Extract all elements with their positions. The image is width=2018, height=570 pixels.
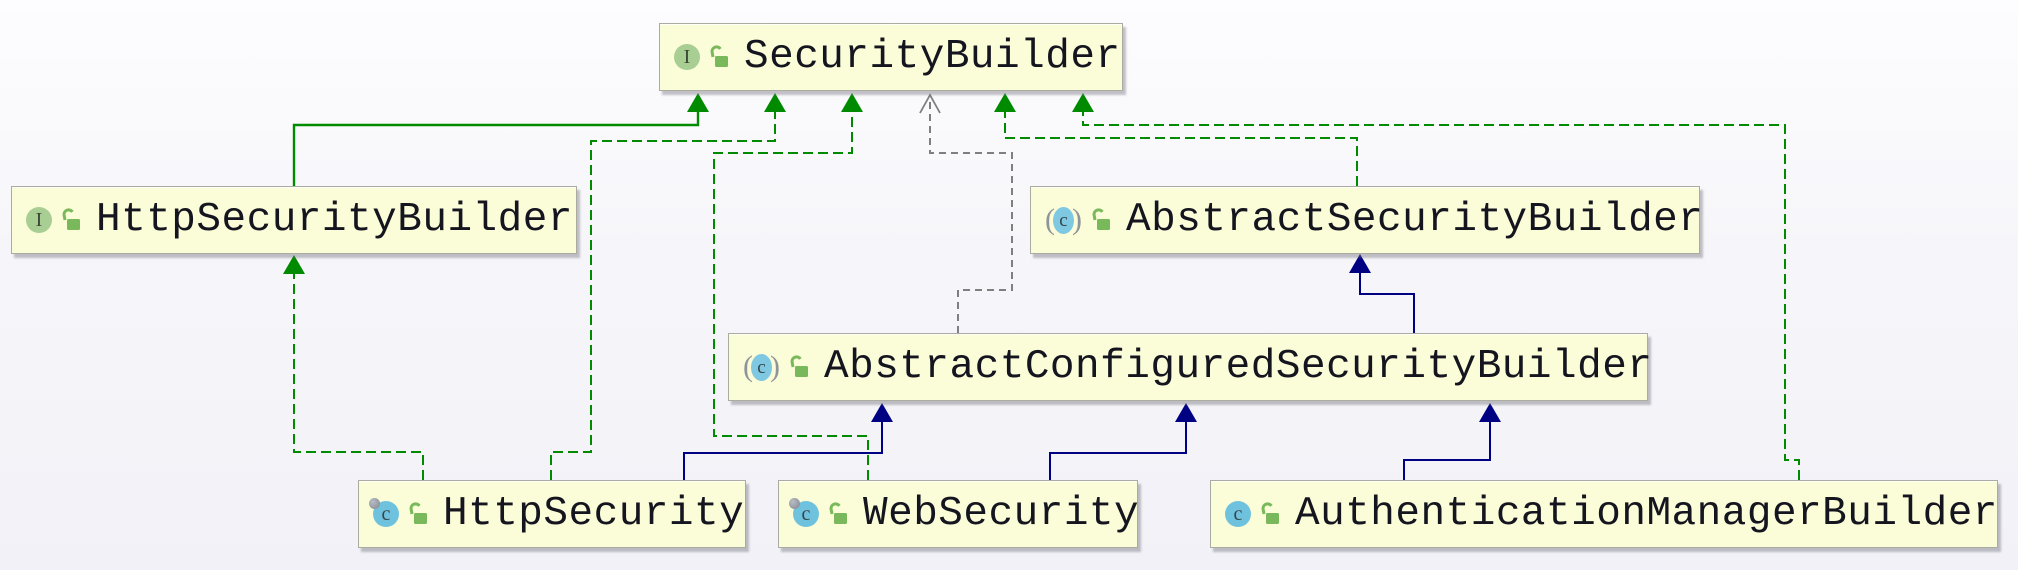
class-name-label: SecurityBuilder [744, 34, 1121, 80]
public-lock-icon [60, 208, 82, 232]
class-node-authentication-manager-builder[interactable]: c AuthenticationManagerBuilder [1210, 480, 1998, 548]
class-node-security-builder[interactable]: I SecurityBuilder [659, 23, 1123, 91]
filled-arrowhead-icon [1479, 403, 1501, 422]
class-icon: c [789, 498, 819, 527]
public-lock-icon [827, 502, 849, 526]
public-lock-icon [1090, 208, 1112, 232]
final-marker-icon [369, 498, 380, 509]
final-marker-icon [789, 498, 800, 509]
class-node-abstract-configured-security-builder[interactable]: (c) AbstractConfiguredSecurityBuilder [728, 333, 1652, 401]
filled-arrowhead-icon [764, 93, 786, 112]
edge-websecurity-extends-abstractconfiguredsecuritybuilder [1049, 403, 1197, 480]
class-icon-letter: c [1225, 501, 1251, 527]
edge-httpsecurity-extends-abstractconfiguredsecuritybuilder [683, 403, 893, 480]
public-lock-icon [788, 355, 810, 379]
edge-httpsecuritybuilder-extends-securitybuilder [292, 93, 709, 186]
filled-arrowhead-icon [1349, 254, 1371, 273]
class-name-label: HttpSecurity [443, 491, 745, 537]
interface-icon-letter: I [674, 44, 700, 70]
interface-icon: I [26, 207, 52, 233]
public-lock-icon [708, 45, 730, 69]
edge-authenticationmanagerbuilder-implements-securitybuilder [1072, 93, 1800, 480]
edge-httpsecurity-implements-securitybuilder [550, 93, 786, 480]
filled-arrowhead-icon [283, 255, 305, 274]
public-lock-icon [407, 502, 429, 526]
abstract-class-icon: (c) [743, 350, 780, 383]
filled-arrowhead-icon [1175, 403, 1197, 422]
class-node-http-security[interactable]: c HttpSecurity [358, 480, 746, 548]
abstract-class-icon: (c) [1045, 203, 1082, 236]
class-name-label: AbstractSecurityBuilder [1126, 197, 1704, 243]
class-node-http-security-builder[interactable]: I HttpSecurityBuilder [11, 186, 577, 254]
filled-arrowhead-icon [841, 93, 863, 112]
class-icon: c [369, 498, 399, 527]
class-name-label: WebSecurity [863, 491, 1140, 537]
class-name-label: HttpSecurityBuilder [96, 197, 573, 243]
edge-abstractconfiguredsecuritybuilder-dependency-securitybuilder [919, 93, 1013, 333]
class-node-abstract-security-builder[interactable]: (c) AbstractSecurityBuilder [1030, 186, 1704, 254]
open-arrowhead-icon [919, 93, 941, 114]
edge-websecurity-implements-securitybuilder [713, 93, 869, 480]
public-lock-icon [1259, 502, 1281, 526]
interface-icon-letter: I [26, 207, 52, 233]
filled-arrowhead-icon [1072, 93, 1094, 112]
edge-httpsecurity-implements-httpsecuritybuilder [283, 255, 424, 480]
class-node-web-security[interactable]: c WebSecurity [778, 480, 1140, 548]
filled-arrowhead-icon [871, 403, 893, 422]
interface-icon: I [674, 44, 700, 70]
class-name-label: AuthenticationManagerBuilder [1295, 491, 1998, 537]
filled-arrowhead-icon [687, 93, 709, 112]
class-name-label: AbstractConfiguredSecurityBuilder [824, 344, 1653, 390]
edge-authenticationmanagerbuilder-extends-abstractconfiguredsecuritybuilder [1403, 403, 1501, 480]
edge-abstractsecuritybuilder-implements-securitybuilder [994, 93, 1358, 186]
filled-arrowhead-icon [994, 93, 1016, 112]
class-icon: c [1225, 501, 1251, 527]
edge-abstractconfiguredsecuritybuilder-extends-abstractsecuritybuilder [1349, 254, 1415, 333]
